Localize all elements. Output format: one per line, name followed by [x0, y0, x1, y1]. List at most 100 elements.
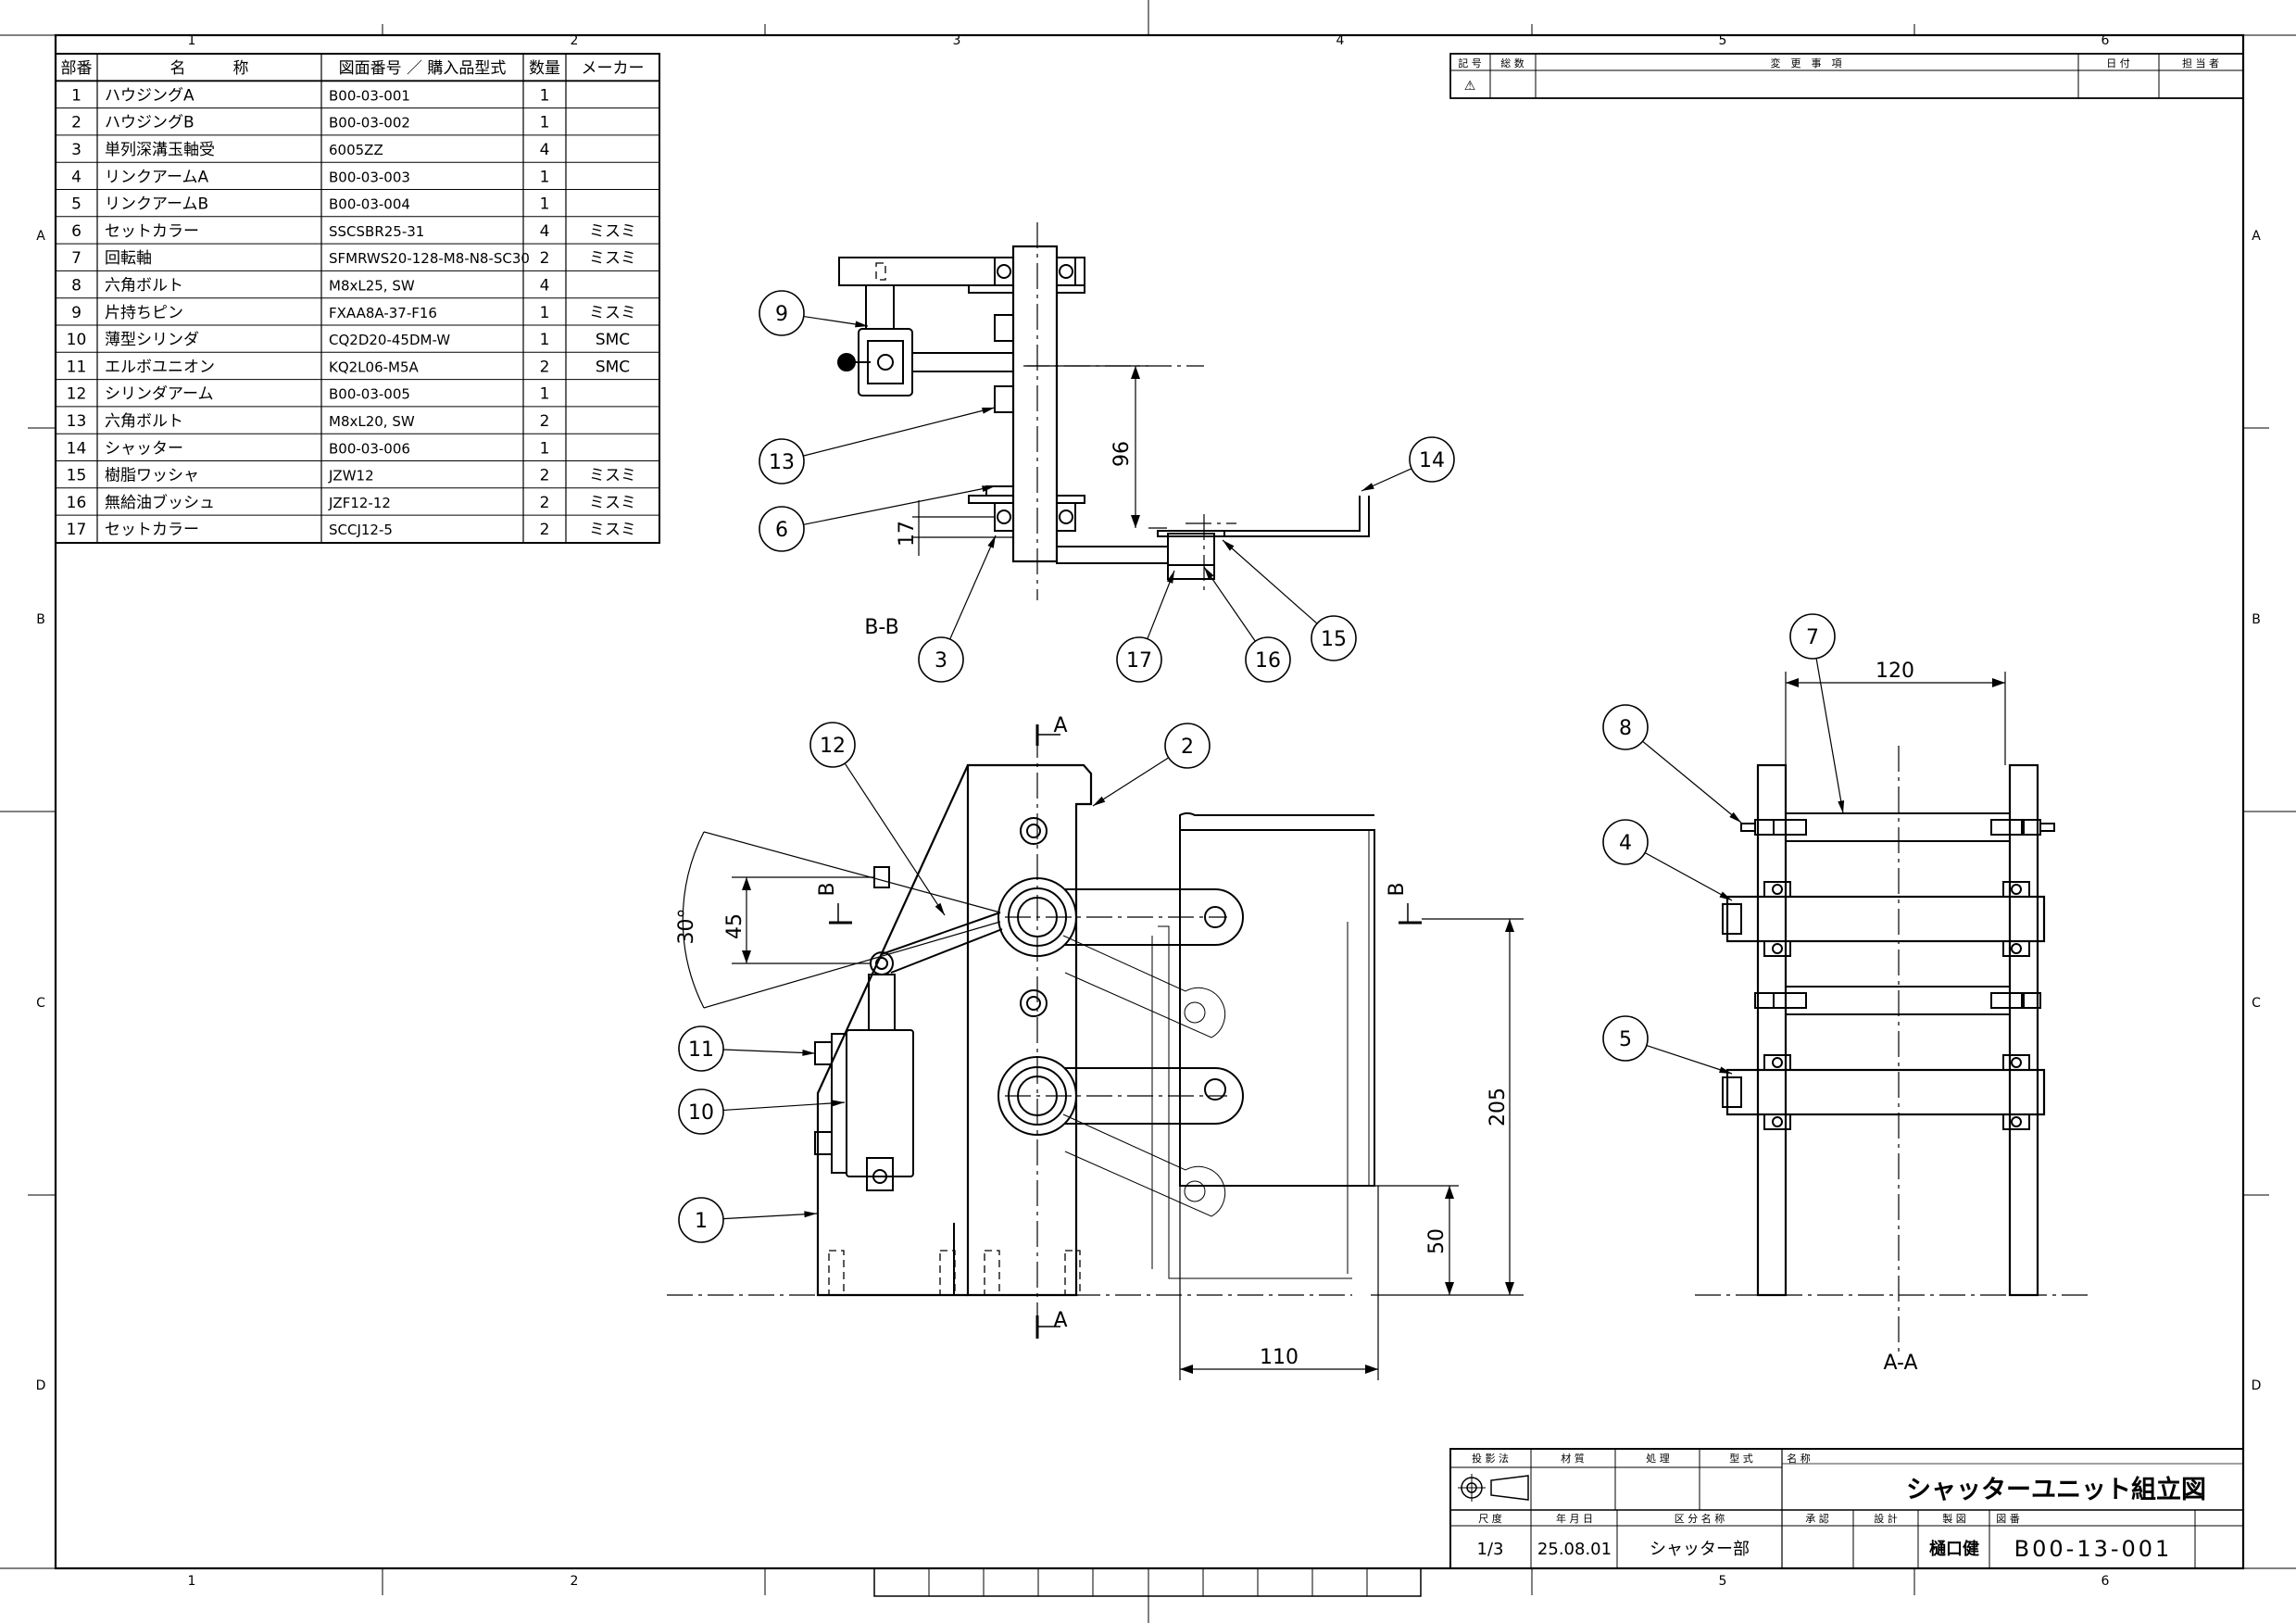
row-label: C [2252, 996, 2261, 1011]
bom-cell: シリンダアーム [105, 385, 213, 404]
tb-h-material: 材 質 [1561, 1452, 1585, 1465]
bom-cell: 15 [67, 467, 87, 485]
balloon-arrowhead [1719, 891, 1732, 900]
balloon-arrowhead [982, 407, 995, 414]
bom-cell: B00-03-002 [329, 115, 410, 132]
bom-cell: 4 [540, 141, 550, 159]
balloon-leader [803, 407, 996, 457]
row-label: B [2252, 612, 2261, 627]
bom-cell: B00-03-004 [329, 196, 410, 213]
bom-cell: 1 [540, 304, 550, 322]
tb-drafter-value: 樋口健 [1929, 1539, 1979, 1559]
bom-cell: M8xL20, SW [329, 413, 415, 430]
tb-h-name: 名 称 [1787, 1452, 1811, 1465]
bom-cell: SCCJ12-5 [329, 522, 393, 538]
balloon-leader [1642, 740, 1742, 824]
row-label: A [36, 229, 45, 244]
balloon-label: 16 [1255, 649, 1281, 673]
bom-cell: 3 [71, 141, 82, 159]
balloon-label: 4 [1619, 832, 1632, 855]
bom-cell: B00-03-006 [329, 440, 410, 457]
cut-label-b-right: B [1386, 882, 1409, 896]
balloon-circle [918, 636, 964, 683]
balloon-arrowhead [1361, 483, 1374, 491]
revision-table: 記 号 総 数 変 更 事 項 日 付 担 当 者 ⚠ [1449, 53, 2244, 99]
section-view-bb [837, 222, 1370, 600]
bom-cell: ミスミ [589, 494, 636, 512]
cut-label-a-bottom: A [1053, 1309, 1067, 1332]
dim-205: 205 [1487, 1088, 1510, 1126]
balloon-circle [678, 1025, 724, 1072]
cut-label-b-left: B [816, 882, 839, 896]
bom-cell: 1 [540, 195, 550, 214]
balloon-label: 14 [1419, 449, 1445, 472]
balloon-leader [722, 1213, 818, 1220]
col-label: 1 [188, 33, 196, 48]
bom-cell: 6005ZZ [329, 142, 383, 158]
balloon-arrowhead [1093, 796, 1106, 806]
balloon-arrowhead [987, 535, 996, 548]
col-label: 6 [2102, 33, 2110, 48]
row-label: D [36, 1378, 46, 1393]
bom-cell: SMC [596, 331, 630, 349]
balloon-label: 10 [688, 1101, 714, 1125]
tb-h-draft: 製 図 [1942, 1512, 1966, 1525]
revision-header-date: 日 付 [2106, 57, 2130, 69]
tb-h-design: 設 計 [1874, 1512, 1898, 1525]
title-block: 投 影 法 材 質 処 理 型 式 名 称 シャッターユニット組立図 尺 度 年… [1449, 1448, 2244, 1569]
section-view-aa [1695, 746, 2093, 1352]
revision-header-mark: 記 号 [1458, 57, 1482, 69]
bom-cell: シャッター [105, 439, 183, 458]
balloon-circle [759, 506, 805, 552]
balloon-label: 17 [1126, 649, 1152, 673]
bom-cell: 1 [71, 86, 82, 105]
bom-cell: セットカラー [105, 222, 199, 241]
front-view [667, 724, 1422, 1343]
bom-header-cell: 図面番号 ／ 購入品型式 [339, 59, 507, 78]
projection-symbol-icon [1458, 1474, 1529, 1502]
balloon-circle [759, 438, 805, 484]
dim-110: 110 [1260, 1346, 1299, 1369]
bom-cell: SFMRWS20-128-M8-N8-SC30 [329, 250, 530, 267]
bom-cell: 2 [540, 521, 550, 539]
tb-h-treatment: 処 理 [1646, 1453, 1670, 1465]
bom-cell: 片持ちピン [105, 304, 183, 322]
balloon-leader [1646, 1044, 1733, 1075]
bom-cell: 1 [540, 86, 550, 105]
drawing-name: シャッターユニット組立図 [1906, 1475, 2206, 1504]
balloon-leader [1203, 566, 1256, 642]
bom-cell: 8 [71, 276, 82, 295]
tb-h-scale: 尺 度 [1478, 1512, 1502, 1525]
bom-cell: 2 [540, 358, 550, 376]
bom-cell: 4 [540, 276, 550, 295]
balloon-label: 6 [775, 519, 788, 542]
tb-scale-value: 1/3 [1477, 1540, 1504, 1559]
balloon-arrowhead [1838, 800, 1845, 813]
bom-cell: 無給油ブッシュ [105, 493, 215, 512]
bom-cell: 2 [540, 467, 550, 485]
col-label: 1 [188, 1574, 196, 1589]
bom-cell: 1 [540, 114, 550, 132]
bom-cell: 7 [71, 249, 82, 268]
tb-h-number: 図 番 [1996, 1513, 2020, 1525]
balloon-label: 13 [769, 451, 795, 474]
bom-cell: JZF12-12 [328, 495, 391, 511]
bom-cell: リンクアームA [105, 168, 208, 186]
balloon-leader [722, 1049, 816, 1054]
bom-cell: 4 [540, 222, 550, 241]
view-label-aa: A-A [1883, 1352, 1917, 1375]
bom-header-cell: 部番 [61, 59, 93, 78]
bom-cell: B00-03-005 [329, 386, 410, 403]
bom-cell: JZW12 [328, 468, 374, 484]
col-label: 2 [571, 33, 579, 48]
bom-cell: SMC [596, 358, 630, 376]
col-label: 5 [1719, 1574, 1727, 1589]
dim-96: 96 [1110, 441, 1134, 467]
bom-cell: B00-03-003 [329, 169, 410, 185]
bom-cell: 1 [540, 168, 550, 186]
drawing-number: B00-13-001 [2014, 1536, 2173, 1562]
tb-h-category: 区 分 名 称 [1675, 1512, 1725, 1525]
bom-cell: 単列深溝玉軸受 [105, 141, 215, 159]
